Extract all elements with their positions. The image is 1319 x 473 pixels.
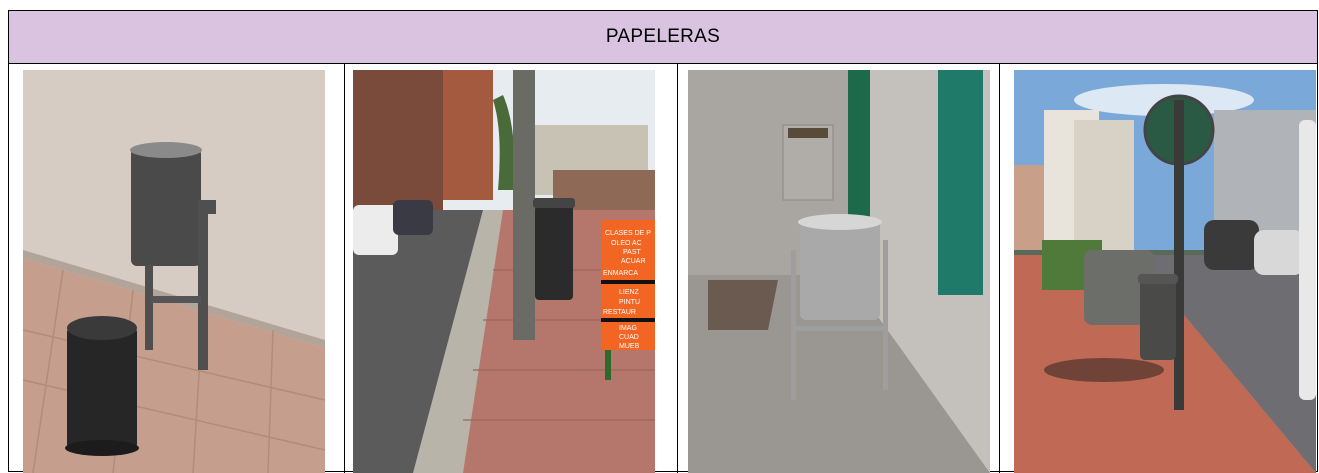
trash-bin-icon: [533, 198, 575, 300]
trash-bin-icon: [130, 142, 216, 370]
sign-line: MUEB: [619, 343, 640, 350]
sign-line: CUAD: [619, 334, 639, 341]
sign-line: RESTAUR: [603, 309, 636, 316]
trash-bin-icon: [65, 316, 139, 456]
sign-line: CLASES DE P: [605, 230, 651, 237]
sign-line: ACUAR: [621, 258, 646, 265]
photo-cell-1: [9, 64, 345, 473]
table-title: PAPELERAS: [605, 26, 721, 47]
sign-line: LIENZ: [619, 289, 640, 296]
photo-street-bin: CLASES DE P OLEO AC PAST ACUAR ENMARCA L…: [353, 70, 655, 473]
shop-sign: CLASES DE P OLEO AC PAST ACUAR ENMARCA L…: [601, 220, 655, 380]
papeleras-table: PAPELERAS: [8, 10, 1318, 473]
sign-line: IMAG: [619, 325, 637, 332]
photo-steel-bin: [688, 70, 990, 473]
photo-cell-2: CLASES DE P OLEO AC PAST ACUAR ENMARCA L…: [345, 64, 678, 473]
sign-line: ENMARCA: [603, 270, 638, 277]
trash-bin-icon: [1138, 274, 1178, 360]
photo-wall-bins: [23, 70, 325, 473]
sign-line: OLEO AC: [611, 240, 642, 247]
sign-line: PAST: [623, 249, 641, 256]
table-header: PAPELERAS: [9, 11, 1317, 64]
photo-cell-4: [1000, 64, 1317, 473]
sign-line: PINTU: [619, 299, 640, 306]
photo-pole-bin: [1014, 70, 1316, 473]
photo-cell-3: [678, 64, 1000, 473]
trash-bin-icon: [791, 214, 888, 400]
